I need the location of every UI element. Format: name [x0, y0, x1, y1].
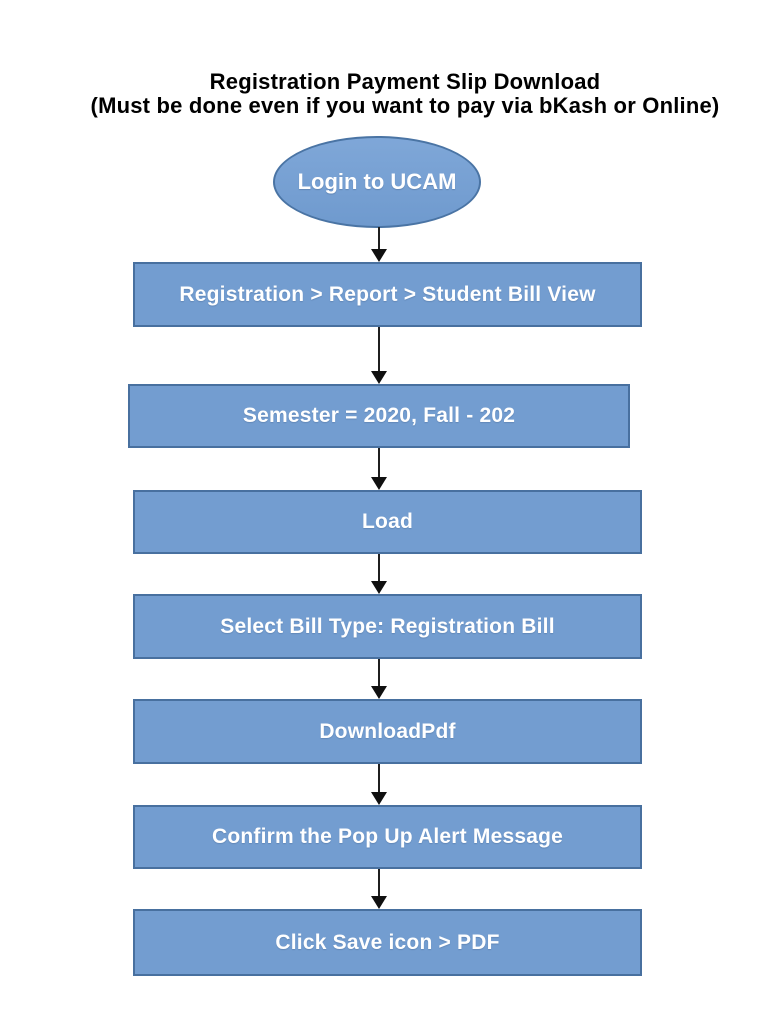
flow-step: Click Save icon > PDF — [133, 909, 642, 976]
flow-arrow — [371, 659, 388, 699]
flow-arrow — [371, 327, 388, 384]
arrow-line — [378, 448, 380, 479]
arrow-line — [378, 554, 380, 583]
flow-step-label: Registration > Report > Student Bill Vie… — [179, 282, 596, 306]
arrow-down-icon — [371, 581, 387, 594]
arrow-line — [378, 764, 380, 794]
flow-step-label: Confirm the Pop Up Alert Message — [211, 825, 563, 848]
flow-step: Confirm the Pop Up Alert Message — [133, 805, 642, 869]
start-node-label: Login to UCAM — [297, 169, 457, 194]
arrow-line — [378, 227, 380, 251]
arrow-down-icon — [371, 686, 387, 699]
flow-arrow — [371, 764, 388, 805]
flow-step: DownloadPdf — [133, 699, 642, 764]
flow-step-label: Select Bill Type: Registration Bill — [220, 614, 555, 638]
start-node-ellipse: Login to UCAM — [273, 136, 481, 228]
flow-step-label: Load — [362, 510, 413, 533]
flow-arrow — [371, 554, 388, 594]
arrow-down-icon — [371, 371, 387, 384]
flow-arrow — [371, 869, 388, 909]
flow-arrow — [371, 227, 388, 262]
page-title: Registration Payment Slip Download (Must… — [0, 70, 768, 118]
arrow-down-icon — [371, 249, 387, 262]
arrow-line — [378, 327, 380, 373]
flow-step-label: Semester = 2020, Fall - 202 — [242, 404, 516, 427]
arrow-down-icon — [371, 477, 387, 490]
page-title-line1: Registration Payment Slip Download — [209, 69, 601, 94]
flow-step-label: Click Save icon > PDF — [275, 930, 500, 954]
arrow-down-icon — [371, 896, 387, 909]
page-title-line2: (Must be done even if you want to pay vi… — [90, 93, 720, 118]
arrow-down-icon — [371, 792, 387, 805]
flow-step: Registration > Report > Student Bill Vie… — [133, 262, 642, 327]
flow-step: Semester = 2020, Fall - 202 — [128, 384, 630, 448]
flow-step-label: DownloadPdf — [319, 719, 456, 743]
flow-step: Load — [133, 490, 642, 554]
arrow-line — [378, 869, 380, 898]
flow-arrow — [371, 448, 388, 490]
arrow-line — [378, 659, 380, 688]
flow-step: Select Bill Type: Registration Bill — [133, 594, 642, 659]
